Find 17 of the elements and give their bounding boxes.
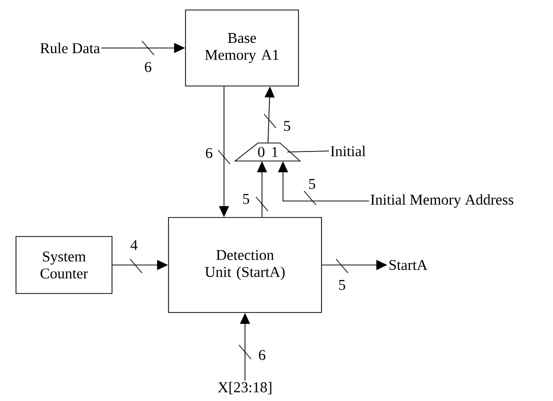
signal-label: Initial xyxy=(330,146,366,156)
connector-line xyxy=(286,150,330,152)
memory-box: Base Memory A1 xyxy=(185,10,299,86)
detection-unit-box: Detection Unit (StartA) xyxy=(168,217,322,313)
bus-width-label: 6 xyxy=(144,62,152,72)
bus-width-label: 6 xyxy=(206,148,212,158)
bus-width-label: 5 xyxy=(284,121,290,131)
signal-label: Initial Memory Address xyxy=(370,194,514,208)
signal-label: X[23:18] xyxy=(218,382,272,394)
bus-width-label: 6 xyxy=(258,350,266,360)
signal-label: StartA xyxy=(390,260,428,270)
bus-width-label: 5 xyxy=(243,194,250,204)
bus-width-label: 5 xyxy=(309,179,316,189)
bus-width-label: 4 xyxy=(130,240,138,250)
bus-width-label: 5 xyxy=(339,280,346,290)
counter-box: System Counter xyxy=(16,236,112,294)
signal-label: Rule Data xyxy=(40,42,100,54)
